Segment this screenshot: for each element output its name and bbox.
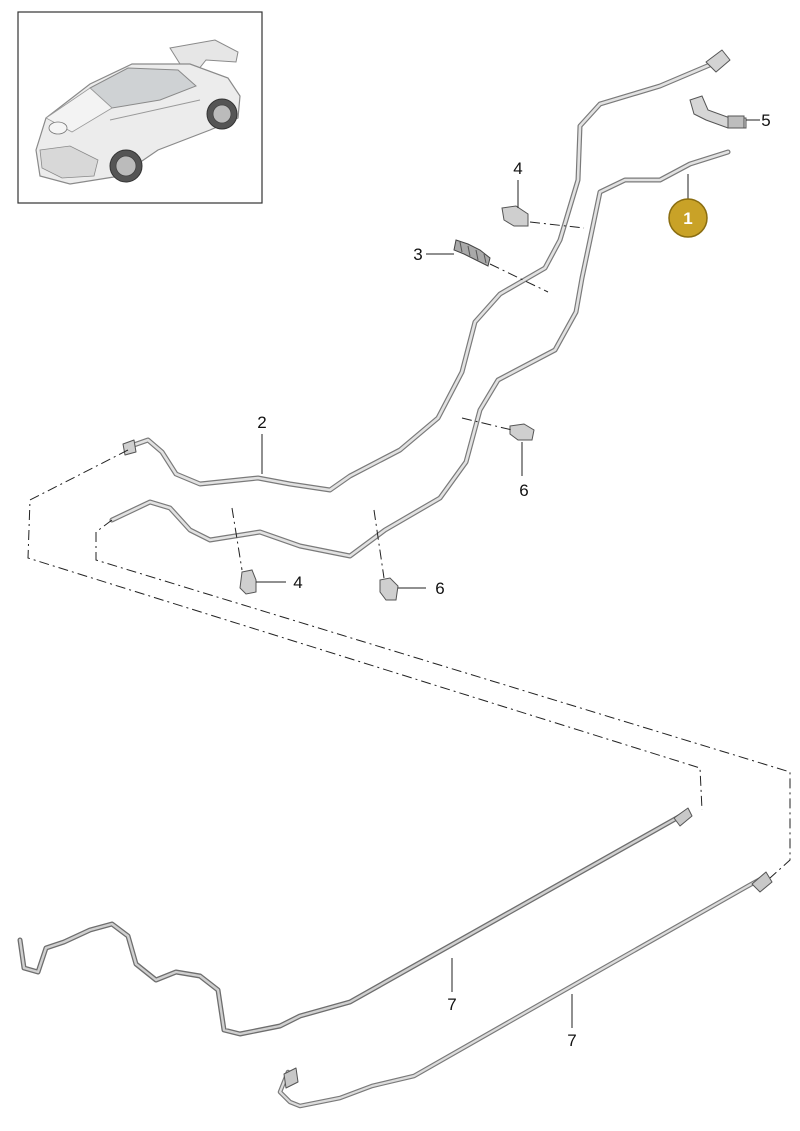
brake-line-rear-left[interactable] [17, 807, 693, 1037]
callout-badge-1[interactable]: 1 [668, 198, 708, 238]
callout-4-upper[interactable]: 4 [513, 159, 522, 178]
brake-line-upper[interactable] [122, 49, 731, 493]
callout-4-lower[interactable]: 4 [293, 573, 302, 592]
clip-part-6-upper[interactable] [509, 423, 535, 441]
vehicle-thumbnail[interactable] [17, 11, 263, 204]
callout-6-upper[interactable]: 6 [519, 481, 528, 500]
callout-6-lower[interactable]: 6 [435, 579, 444, 598]
clip-part-4-upper[interactable] [501, 205, 529, 227]
callout-3[interactable]: 3 [413, 245, 422, 264]
clip-part-6-lower[interactable] [379, 577, 399, 601]
car-icon [35, 39, 241, 185]
callout-7-left[interactable]: 7 [447, 995, 456, 1014]
clip-part-4-lower[interactable] [239, 569, 257, 595]
assembly-guide-lines [27, 221, 791, 879]
clip-part-3[interactable] [453, 239, 491, 267]
callout-leaders [256, 119, 760, 1028]
connector-part-5[interactable] [689, 95, 747, 129]
callout-7-right[interactable]: 7 [567, 1031, 576, 1050]
callout-5[interactable]: 5 [761, 111, 770, 130]
badge-label: 1 [683, 209, 692, 228]
brake-line-rear-right[interactable] [277, 871, 773, 1109]
brake-line-lower[interactable] [109, 149, 731, 559]
callout-2[interactable]: 2 [257, 413, 266, 432]
badge-circle [668, 198, 708, 238]
